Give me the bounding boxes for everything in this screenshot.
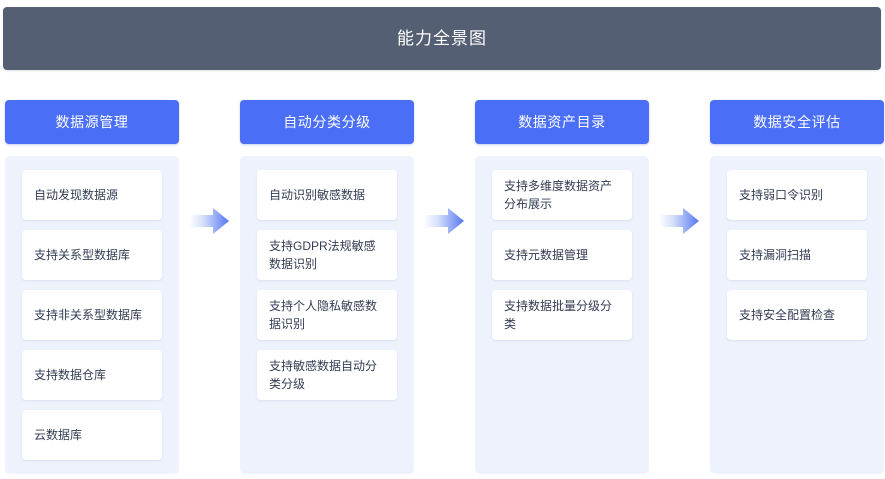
capability-card[interactable]: 支持漏洞扫描 xyxy=(727,230,867,280)
capability-column-data-security-assessment: 数据安全评估 支持弱口令识别 支持漏洞扫描 支持安全配置检查 xyxy=(710,100,884,479)
capability-card-label: 支持多维度数据资产分布展示 xyxy=(504,179,613,211)
capability-card-label: 支持个人隐私敏感数据识别 xyxy=(269,299,378,331)
column-panel-2: 支持多维度数据资产分布展示 支持元数据管理 支持数据批量分级分类 xyxy=(475,156,649,474)
capability-card[interactable]: 云数据库 xyxy=(22,410,162,460)
column-panel-1: 自动识别敏感数据 支持GDPR法规敏感数据识别 支持个人隐私敏感数据识别 支持敏… xyxy=(240,156,414,474)
capability-card-label: 支持GDPR法规敏感数据识别 xyxy=(269,239,376,271)
capability-card[interactable]: 自动发现数据源 xyxy=(22,170,162,220)
capability-card[interactable]: 支持数据仓库 xyxy=(22,350,162,400)
column-header-2[interactable]: 数据资产目录 xyxy=(475,100,649,144)
capability-card[interactable]: 支持弱口令识别 xyxy=(727,170,867,220)
capability-card-label: 支持数据仓库 xyxy=(34,368,107,382)
column-header-label-1: 自动分类分级 xyxy=(283,114,371,130)
capability-card[interactable]: 支持GDPR法规敏感数据识别 xyxy=(257,230,397,280)
capability-card-label: 支持非关系型数据库 xyxy=(34,308,143,322)
capability-card[interactable]: 支持非关系型数据库 xyxy=(22,290,162,340)
capability-column-data-source-management: 数据源管理 自动发现数据源 支持关系型数据库 支持非关系型数据库 支持数据仓库 … xyxy=(5,100,179,479)
column-header-0[interactable]: 数据源管理 xyxy=(5,100,179,144)
arrow-right-icon xyxy=(189,208,229,234)
capability-column-data-asset-catalog: 数据资产目录 支持多维度数据资产分布展示 支持元数据管理 支持数据批量分级分类 xyxy=(475,100,649,479)
page-title: 能力全景图 xyxy=(397,29,487,48)
capability-columns: 数据源管理 自动发现数据源 支持关系型数据库 支持非关系型数据库 支持数据仓库 … xyxy=(0,100,885,479)
column-header-3[interactable]: 数据安全评估 xyxy=(710,100,884,144)
column-header-1[interactable]: 自动分类分级 xyxy=(240,100,414,144)
capability-card-label: 支持关系型数据库 xyxy=(34,248,131,262)
capability-card-label: 自动识别敏感数据 xyxy=(269,188,366,202)
capability-card[interactable]: 支持安全配置检查 xyxy=(727,290,867,340)
capability-card-label: 自动发现数据源 xyxy=(34,188,119,202)
capability-card-label: 支持元数据管理 xyxy=(504,248,589,262)
capability-card[interactable]: 自动识别敏感数据 xyxy=(257,170,397,220)
column-panel-3: 支持弱口令识别 支持漏洞扫描 支持安全配置检查 xyxy=(710,156,884,474)
capability-card[interactable]: 支持数据批量分级分类 xyxy=(492,290,632,340)
capability-card[interactable]: 支持多维度数据资产分布展示 xyxy=(492,170,632,220)
column-header-label-2: 数据资产目录 xyxy=(518,114,606,130)
capability-card[interactable]: 支持元数据管理 xyxy=(492,230,632,280)
capability-card-label: 支持安全配置检查 xyxy=(739,308,836,322)
arrow-right-icon xyxy=(659,208,699,234)
column-header-label-3: 数据安全评估 xyxy=(753,114,841,130)
capability-card[interactable]: 支持敏感数据自动分类分级 xyxy=(257,350,397,400)
capability-column-auto-classification: 自动分类分级 自动识别敏感数据 支持GDPR法规敏感数据识别 支持个人隐私敏感数… xyxy=(240,100,414,479)
column-header-label-0: 数据源管理 xyxy=(55,114,129,130)
capability-card-label: 支持敏感数据自动分类分级 xyxy=(269,359,378,391)
diagram-title-banner: 能力全景图 xyxy=(3,7,881,70)
capability-card[interactable]: 支持个人隐私敏感数据识别 xyxy=(257,290,397,340)
column-panel-0: 自动发现数据源 支持关系型数据库 支持非关系型数据库 支持数据仓库 云数据库 xyxy=(5,156,179,474)
capability-card-label: 支持数据批量分级分类 xyxy=(504,299,613,331)
capability-card-label: 支持漏洞扫描 xyxy=(739,248,812,262)
capability-card-label: 云数据库 xyxy=(34,428,83,442)
arrow-right-icon xyxy=(424,208,464,234)
capability-card[interactable]: 支持关系型数据库 xyxy=(22,230,162,280)
capability-card-label: 支持弱口令识别 xyxy=(739,188,824,202)
